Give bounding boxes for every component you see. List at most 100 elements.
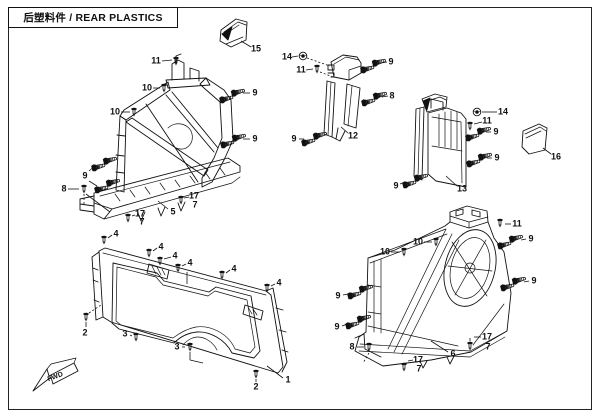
part-15-cover-drawing bbox=[219, 18, 248, 48]
leader-line bbox=[85, 193, 111, 213]
callout-label-4: 4 bbox=[172, 250, 178, 261]
part-12-pillar-drawing bbox=[323, 54, 362, 142]
callout-label-17: 17 bbox=[412, 354, 424, 365]
leader-line bbox=[157, 200, 169, 210]
screw-icon bbox=[496, 218, 504, 229]
callout-label-11: 11 bbox=[296, 64, 306, 75]
leader-line bbox=[88, 304, 102, 314]
fwd-arrow-label: FWD bbox=[47, 371, 64, 383]
leader-line bbox=[520, 238, 527, 241]
screw-icon bbox=[160, 83, 168, 94]
screw-icon bbox=[132, 332, 140, 343]
screw-icon bbox=[466, 121, 474, 132]
screw-icon bbox=[80, 184, 88, 195]
callout-label-9: 9 bbox=[252, 133, 258, 144]
bolt-pair-icon bbox=[344, 313, 372, 330]
bolt-pair-icon bbox=[360, 90, 388, 107]
callout-label-1: 1 bbox=[285, 374, 291, 385]
callout-label-10: 10 bbox=[141, 82, 153, 93]
callout-label-14: 14 bbox=[281, 51, 293, 62]
part-right-side-panel-drawing bbox=[354, 205, 512, 369]
bolt-pair-icon bbox=[90, 155, 118, 172]
callout-label-8: 8 bbox=[349, 341, 355, 352]
callout-label-16: 16 bbox=[550, 151, 562, 162]
screw-icon bbox=[252, 369, 260, 380]
screw-icon bbox=[400, 362, 408, 373]
bolt-pair-icon bbox=[496, 233, 524, 250]
callout-label-4: 4 bbox=[113, 228, 119, 239]
part-left-side-panel-drawing bbox=[79, 53, 241, 222]
leader-line bbox=[445, 175, 458, 187]
callout-label-3: 3 bbox=[122, 328, 128, 339]
screw-icon bbox=[156, 256, 164, 267]
callout-label-9: 9 bbox=[82, 170, 88, 181]
callout-label-2: 2 bbox=[253, 381, 259, 392]
screw-icon bbox=[400, 247, 408, 258]
screw-icon bbox=[313, 64, 321, 75]
leader-line bbox=[163, 256, 172, 260]
screw-icon bbox=[130, 107, 138, 118]
callout-label-4: 4 bbox=[276, 277, 282, 288]
leader-line bbox=[88, 180, 98, 187]
part-tailgate-drawing bbox=[91, 247, 289, 374]
leader-line bbox=[305, 68, 314, 71]
screw-icon bbox=[145, 248, 153, 259]
leader-line bbox=[131, 214, 136, 217]
leader-line bbox=[152, 247, 158, 252]
callout-label-3: 3 bbox=[174, 341, 180, 352]
callout-label-17: 17 bbox=[481, 331, 493, 342]
leader-line bbox=[430, 340, 449, 353]
callout-label-4: 4 bbox=[158, 241, 164, 252]
callout-label-10: 10 bbox=[412, 236, 424, 247]
callout-label-15: 15 bbox=[250, 43, 262, 54]
page-title: 后塑料件 / REAR PLASTICS bbox=[23, 12, 163, 24]
screw-icon bbox=[466, 341, 474, 352]
screw-icon bbox=[263, 283, 271, 294]
part-13-pillar-drawing bbox=[413, 93, 467, 188]
leader-line bbox=[381, 95, 389, 98]
callout-label-9: 9 bbox=[393, 180, 399, 191]
callout-label-7: 7 bbox=[416, 363, 422, 374]
leader-line bbox=[129, 334, 133, 337]
callout-label-9: 9 bbox=[531, 275, 537, 286]
leader-line bbox=[542, 147, 552, 155]
leader-line bbox=[306, 57, 331, 67]
callout-label-13: 13 bbox=[456, 183, 468, 194]
screw-icon bbox=[100, 235, 108, 246]
callout-label-10: 10 bbox=[379, 246, 391, 257]
leader-line bbox=[240, 40, 252, 48]
leader-line bbox=[181, 263, 187, 267]
callout-label-11: 11 bbox=[482, 115, 492, 126]
callout-label-7: 7 bbox=[139, 216, 145, 227]
callout-label-9: 9 bbox=[334, 321, 340, 332]
callout-label-7: 7 bbox=[192, 199, 198, 210]
leader-line bbox=[161, 59, 173, 62]
leader-line bbox=[523, 280, 530, 283]
bolt-pair-icon bbox=[401, 172, 429, 189]
callout-label-9: 9 bbox=[335, 290, 341, 301]
leader-line bbox=[107, 234, 113, 239]
callout-label-7: 7 bbox=[485, 341, 491, 352]
callout-label-11: 11 bbox=[512, 218, 522, 229]
leader-line bbox=[362, 352, 370, 364]
callout-label-9: 9 bbox=[493, 126, 499, 137]
leader-line bbox=[189, 359, 204, 364]
bolt-pair-icon bbox=[219, 132, 247, 149]
bolt-pair-icon bbox=[346, 283, 374, 300]
callout-annotations bbox=[68, 40, 552, 382]
leader-line bbox=[270, 283, 276, 287]
screw-icon bbox=[82, 312, 90, 323]
callout-label-4: 4 bbox=[231, 263, 237, 274]
leader-line bbox=[225, 269, 231, 274]
callout-label-5: 5 bbox=[170, 206, 176, 217]
bolt-pair-icon bbox=[499, 275, 527, 292]
bolt-pair-icon bbox=[218, 87, 246, 104]
nut-icon bbox=[472, 107, 482, 117]
callout-label-17: 17 bbox=[188, 190, 200, 201]
callout-label-10: 10 bbox=[109, 106, 121, 117]
leader-line bbox=[340, 126, 349, 134]
screw-icon bbox=[124, 213, 132, 224]
leader-line bbox=[407, 359, 414, 362]
leader-line bbox=[183, 196, 190, 199]
